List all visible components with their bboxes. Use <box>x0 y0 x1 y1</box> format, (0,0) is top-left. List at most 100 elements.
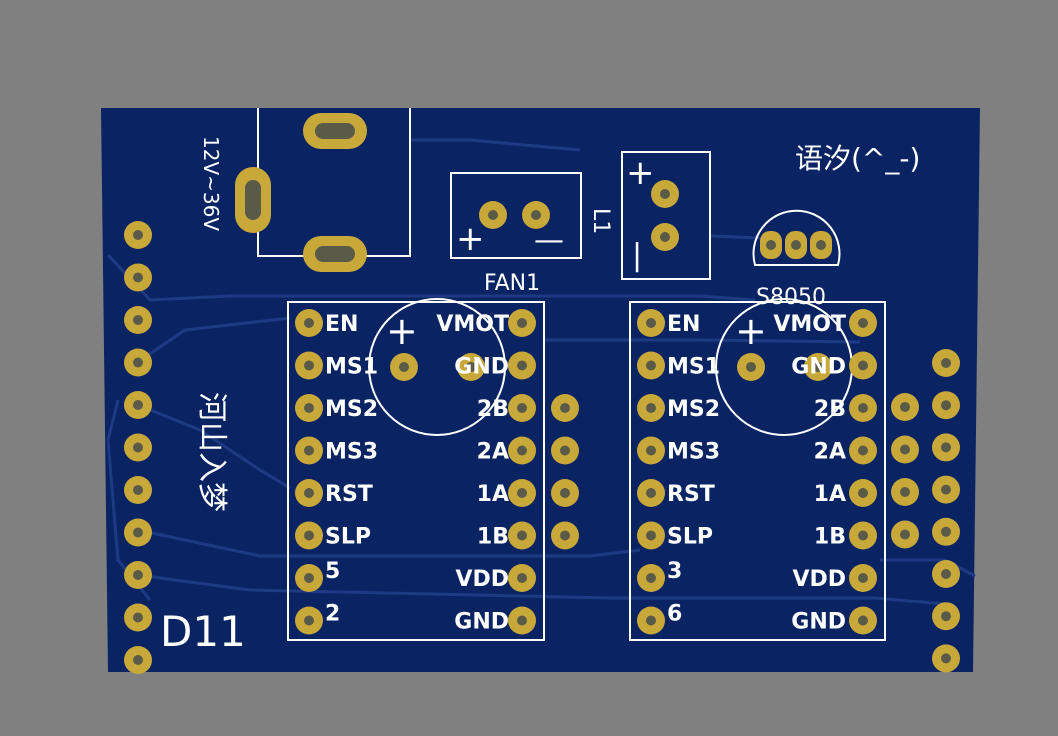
driver-pin-label: 2B <box>477 397 509 422</box>
through-hole-pad <box>849 606 877 635</box>
driver-pin-label: MS3 <box>667 440 720 465</box>
through-hole-pad <box>124 263 152 292</box>
through-hole-pad <box>508 351 536 380</box>
driver-pin-label: MS1 <box>325 355 378 380</box>
through-hole-pad <box>295 394 323 422</box>
through-hole-pad <box>849 394 877 422</box>
through-hole-pad <box>124 306 152 334</box>
trace <box>545 338 861 344</box>
driver-pin-label: 1A <box>477 482 509 507</box>
driver-pin-label: 1B <box>477 525 509 550</box>
l1-label: L1 <box>588 208 613 234</box>
through-hole-pad <box>737 353 765 381</box>
driver-pin-label: EN <box>325 312 358 337</box>
through-hole-pad <box>891 435 919 464</box>
through-hole-pad <box>849 521 877 550</box>
through-hole-pad <box>551 479 579 507</box>
through-hole-pad <box>932 475 960 504</box>
driver-pin-label: VMOT <box>773 312 846 337</box>
through-hole-pad <box>124 646 152 674</box>
through-hole-pad <box>295 564 323 592</box>
power-pad-hole <box>315 123 355 139</box>
driver-pin-label: 5 <box>325 559 340 584</box>
through-hole-pad <box>508 309 536 337</box>
through-hole-pad <box>637 521 665 550</box>
through-hole-pad <box>849 436 877 465</box>
transistor-pad-hole <box>766 240 776 250</box>
trace <box>106 253 756 302</box>
driver-pin-label: 2B <box>814 397 846 422</box>
capacitor-2-plus: + <box>735 309 767 353</box>
driver-pin-label: MS3 <box>325 440 378 465</box>
through-hole-pad <box>124 603 152 632</box>
driver-pin-label: GND <box>791 610 846 635</box>
driver-pin-label: 2A <box>477 440 509 465</box>
through-hole-pad <box>932 644 960 673</box>
fan-minus-sign: — <box>534 223 564 258</box>
through-hole-pad <box>932 391 960 420</box>
through-hole-pad <box>637 479 665 507</box>
through-hole-pad <box>479 201 507 229</box>
through-hole-pad <box>124 476 152 504</box>
through-hole-pad <box>849 351 877 380</box>
through-hole-pad <box>295 479 323 507</box>
through-hole-pad <box>457 353 485 381</box>
driver-pin-label: RST <box>667 482 715 507</box>
driver-pin-label: 3 <box>667 559 682 584</box>
driver-pin-label: GND <box>454 355 509 380</box>
trace <box>137 316 291 364</box>
power-pad-hole <box>245 180 261 220</box>
driver-pin-label: SLP <box>325 525 371 550</box>
power-voltage-label: 12V~36V <box>199 136 223 231</box>
through-hole-pad <box>295 351 323 380</box>
through-hole-pad <box>551 521 579 550</box>
through-hole-pad <box>295 521 323 550</box>
through-hole-pad <box>124 518 152 547</box>
through-hole-pad <box>804 353 832 381</box>
capacitor-1-outline <box>368 298 506 436</box>
l1-connector-outline <box>621 151 711 280</box>
through-hole-pad <box>295 606 323 635</box>
through-hole-pad <box>651 180 679 208</box>
through-hole-pad <box>508 606 536 635</box>
transistor-pad-hole <box>816 240 826 250</box>
through-hole-pad <box>390 353 418 381</box>
l1-plus-sign: + <box>626 153 655 193</box>
power-pad-hole <box>315 246 355 262</box>
transistor-pads <box>760 231 832 259</box>
through-hole-pad <box>124 348 152 377</box>
through-hole-pad <box>932 560 960 588</box>
through-hole-pad <box>891 520 919 549</box>
side-label: 河山入梦 <box>194 392 229 512</box>
through-hole-pad <box>508 521 536 550</box>
transistor-outline <box>752 209 841 266</box>
through-hole-pad <box>508 479 536 507</box>
through-hole-pad <box>891 393 919 421</box>
through-hole-pad <box>637 394 665 422</box>
through-hole-pad <box>295 436 323 465</box>
through-hole-pad <box>508 436 536 465</box>
through-hole-pad <box>508 394 536 422</box>
through-hole-pad <box>124 221 152 249</box>
driver-pin-label: MS2 <box>325 397 378 422</box>
through-hole-pad <box>932 349 960 377</box>
driver-pin-label: 6 <box>667 602 682 627</box>
trace <box>709 234 761 240</box>
driver-pin-label: 1B <box>814 525 846 550</box>
copper-traces <box>106 138 976 606</box>
through-hole-pad <box>522 201 550 229</box>
silkscreen-outlines <box>257 108 886 641</box>
driver-pin-label: VDD <box>792 567 846 592</box>
driver-pin-label: GND <box>454 610 509 635</box>
fan-label: FAN1 <box>484 271 540 296</box>
power-jack-pads <box>235 113 367 272</box>
trace <box>880 558 976 578</box>
through-hole-pad <box>849 479 877 507</box>
through-hole-pad <box>637 309 665 337</box>
driver-pin-label: 2 <box>325 602 340 627</box>
transistor-pad-hole <box>791 240 801 250</box>
trace <box>137 573 946 606</box>
through-hole-pad <box>551 436 579 465</box>
driver-pin-label: VMOT <box>436 312 509 337</box>
